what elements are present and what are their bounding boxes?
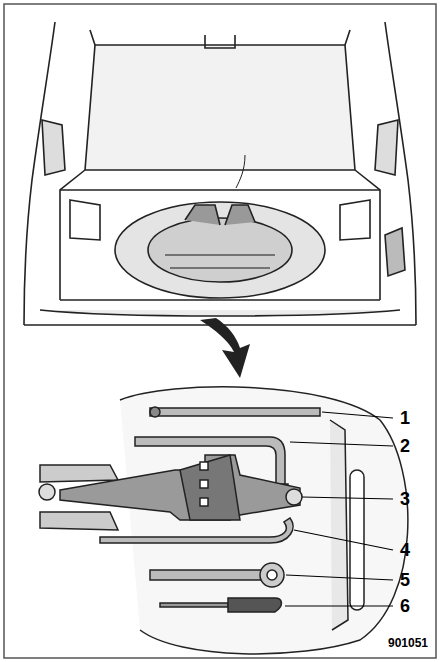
tool-tray	[39, 387, 408, 654]
callout-number: 6	[400, 597, 410, 615]
leader-lines	[285, 412, 393, 606]
direction-arrow	[200, 318, 250, 378]
figure-id: 901051	[388, 637, 428, 649]
callout-number: 3	[400, 490, 410, 508]
callout-number: 4	[400, 541, 410, 559]
callout-number: 5	[400, 571, 410, 589]
cargo-area	[24, 22, 416, 325]
callout-number: 1	[400, 409, 410, 427]
callout-number: 2	[400, 437, 410, 455]
frame	[4, 4, 436, 658]
